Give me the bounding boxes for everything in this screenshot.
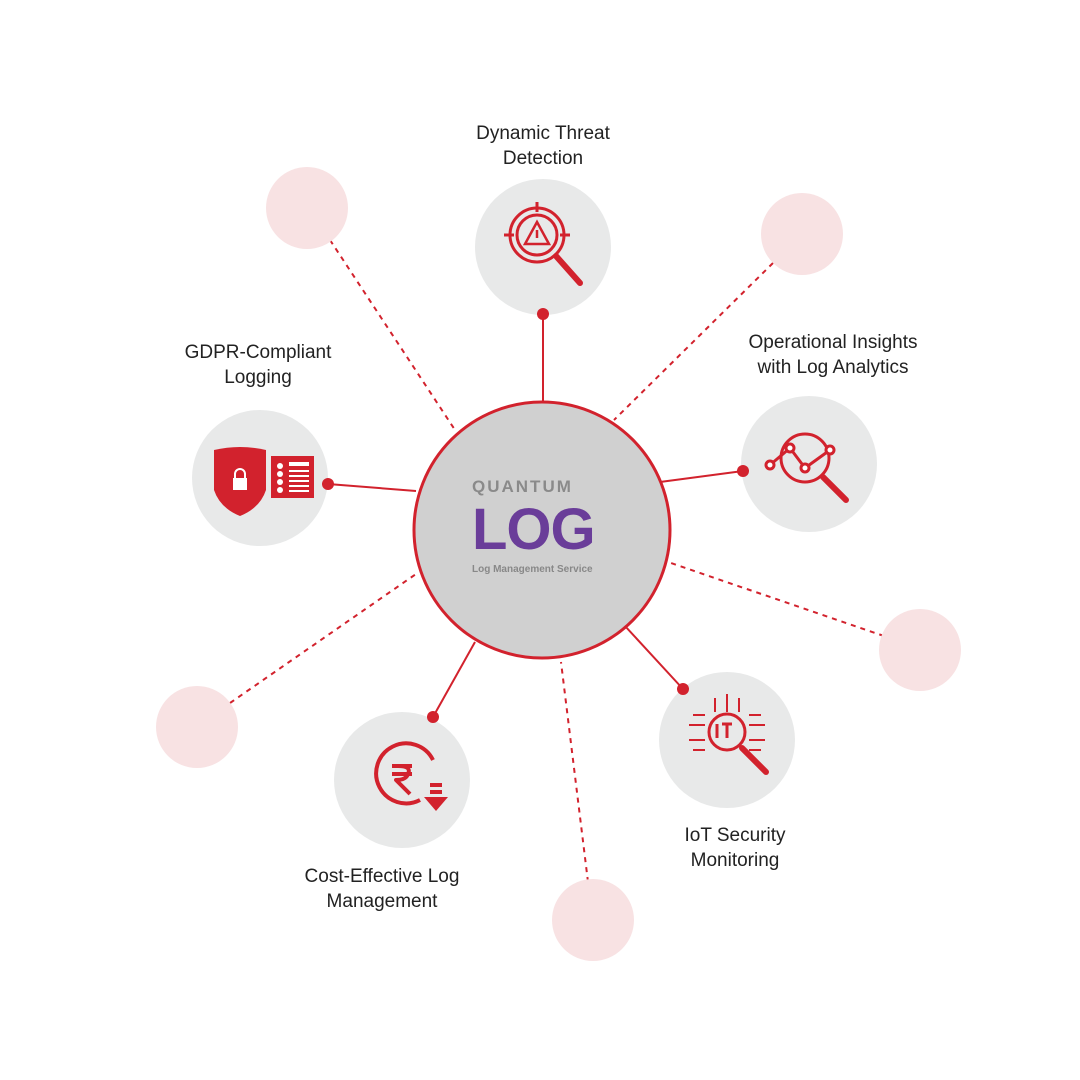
label-line: Cost-Effective Log: [304, 866, 460, 887]
label-line: GDPR-Compliant: [184, 342, 332, 363]
logo-top-text: QUANTUM: [472, 477, 573, 496]
node-threat-detection: [475, 179, 611, 315]
quantum-log-logo: QUANTUM LOG Log Management Service: [472, 476, 622, 576]
gdpr-shield-icon: [214, 447, 314, 516]
logo-main-text: LOG: [472, 497, 596, 562]
dashed-connector: [560, 661, 589, 883]
connector: [327, 483, 417, 492]
label-line: Operational Insights: [748, 332, 918, 353]
ghost-node: [552, 879, 634, 961]
dashed-connector: [329, 239, 456, 431]
connector-dot: [737, 465, 749, 477]
label-line: with Log Analytics: [757, 357, 909, 378]
ghost-node: [266, 167, 348, 249]
dashed-connector: [667, 561, 885, 637]
log-analytics-icon: [764, 432, 849, 503]
dashed-connector: [613, 262, 774, 421]
dashed-connectors: [229, 239, 885, 883]
connector-dot: [537, 308, 549, 320]
ghost-nodes: [156, 167, 961, 961]
label-line: Dynamic Threat: [476, 123, 610, 144]
connector: [659, 470, 744, 483]
connector-dot: [427, 711, 439, 723]
label-log-analytics: Operational Insights with Log Analytics: [703, 330, 963, 380]
label-line: Logging: [224, 367, 292, 388]
ghost-node: [879, 609, 961, 691]
iot-security-icon: [689, 694, 769, 775]
logo-subtitle: Log Management Service: [472, 564, 593, 575]
label-line: Monitoring: [690, 850, 780, 871]
label-line: IoT Security: [684, 825, 786, 846]
ghost-node: [761, 193, 843, 275]
dashed-connector: [229, 573, 417, 704]
connector: [432, 641, 476, 718]
threat-detection-icon: [504, 202, 583, 286]
solid-connectors: [327, 314, 744, 718]
node-iot-security: [659, 672, 795, 808]
label-line: Detection: [502, 148, 584, 169]
connector: [624, 625, 684, 690]
connector-dot: [677, 683, 689, 695]
rupee-cost-down-icon: [374, 741, 448, 811]
label-line: Management: [326, 891, 438, 912]
hub-circle: [412, 400, 672, 660]
connector-dots: [322, 308, 749, 723]
ghost-node: [156, 686, 238, 768]
connector-dot: [322, 478, 334, 490]
